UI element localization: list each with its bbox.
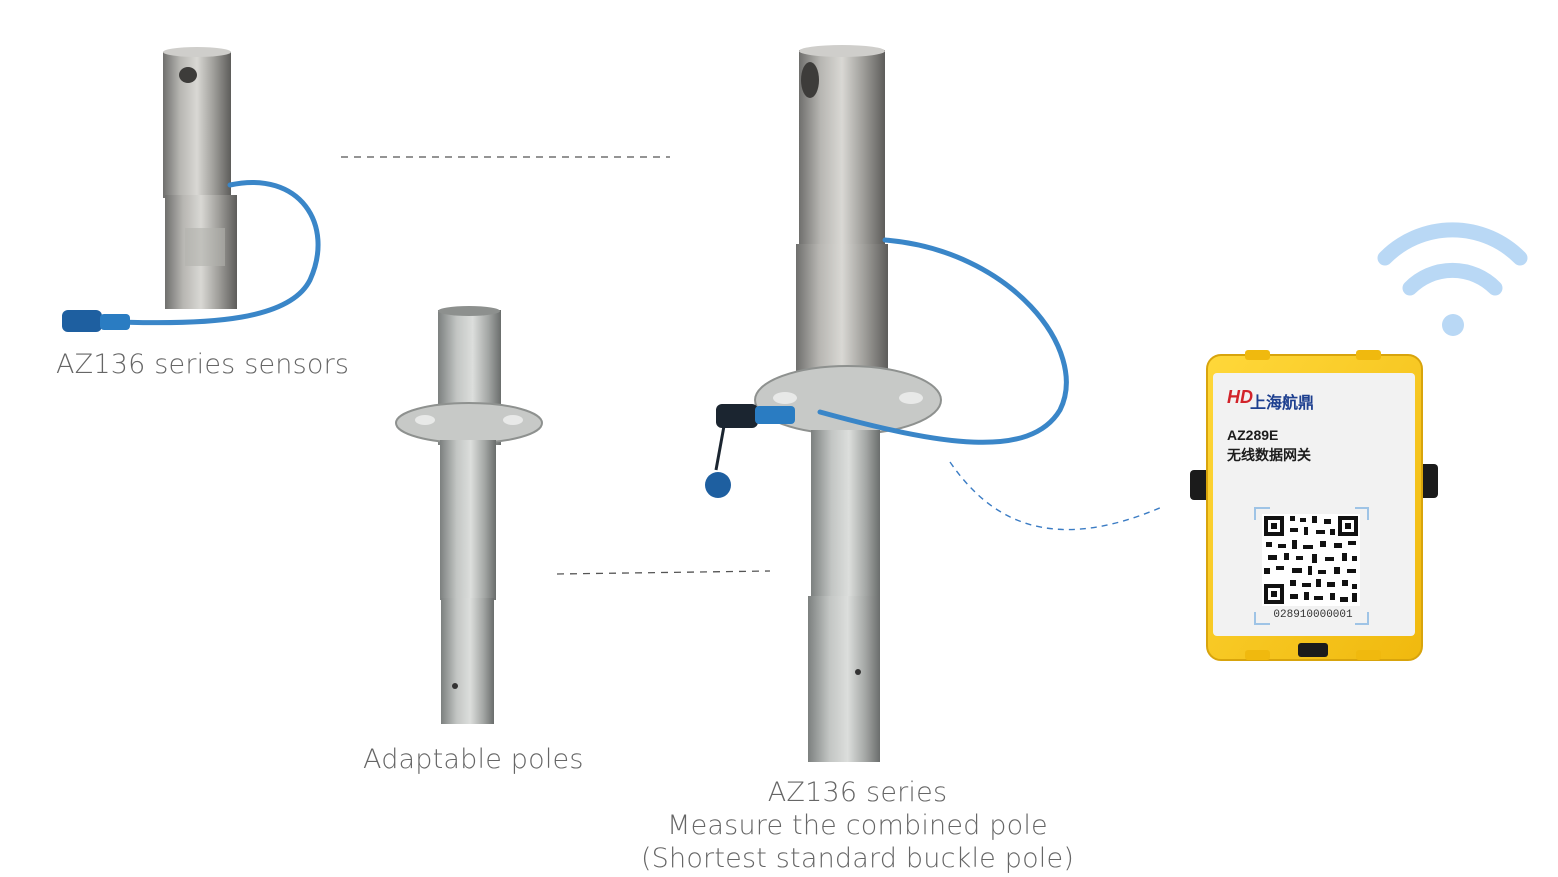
combined-sensor-top-face [799,45,885,57]
pole-spigot [441,598,494,724]
combined-connector [716,404,758,428]
dashed-link-pole-to-combined [556,570,771,575]
gateway-description: 无线数据网关 [1227,447,1311,463]
gateway-mount-tab [1245,350,1270,360]
combined-pole-spigot [808,596,880,762]
combined-pole-shaft [811,430,880,600]
combined-connector-sleeve [755,406,795,424]
qr-frame [1254,507,1369,625]
gateway-bottom-port [1298,643,1328,657]
dashed-link-combined-to-gateway [949,461,1163,531]
wifi-icon [1377,222,1528,336]
caption-combined-line3: (Shortest standard buckle pole) [640,843,1075,874]
caption-sensors: AZ136 series sensors [56,349,350,380]
combined-connector-cap-strap [714,425,726,471]
sensor-bolt-hole [179,67,197,83]
pole-rosette-hole [503,415,523,425]
sensor-label-plate [185,228,225,266]
combined-connector-cap [705,472,731,498]
gateway-device [1190,350,1438,661]
combined-rosette-hole [773,392,797,404]
gateway-side-port-left [1190,470,1210,500]
sensor-connector-sleeve [100,314,130,330]
combined-sensor-bolt-hole [801,62,819,98]
gateway-mount-tab [1356,650,1381,660]
sensor-unit [62,47,321,332]
pole-rosette-hole [415,415,435,425]
caption-combined-line1: AZ136 series [767,777,948,808]
sensor-cable [117,180,321,326]
caption-poles: Adaptable poles [363,744,584,775]
sensor-connector [62,310,102,332]
combined-sensor-lower [796,244,888,389]
gateway-logo-mark: HD [1227,387,1253,407]
combined-pin-hole [855,669,861,675]
gateway-serial: 028910000001 [1273,609,1353,621]
combined-cable [817,237,1069,445]
qr-code-icon [1262,514,1360,606]
combined-rosette-hole [899,392,923,404]
sensor-upper-body [163,52,231,198]
caption-combined-line2: Measure the combined pole [667,810,1048,841]
pole-top-opening [438,306,500,316]
gateway-mount-tab [1245,650,1270,660]
sensor-top-face [163,47,231,57]
combined-pole [705,45,1069,762]
gateway-brand: 上海航鼎 [1250,395,1315,412]
adaptable-pole [395,306,543,724]
gateway-mount-tab [1356,350,1381,360]
pole-pin-hole [452,683,458,689]
gateway-model: AZ289E [1227,427,1279,443]
caption-combined: AZ136 series Measure the combined pole (… [620,776,1095,875]
pole-shaft [440,440,496,600]
